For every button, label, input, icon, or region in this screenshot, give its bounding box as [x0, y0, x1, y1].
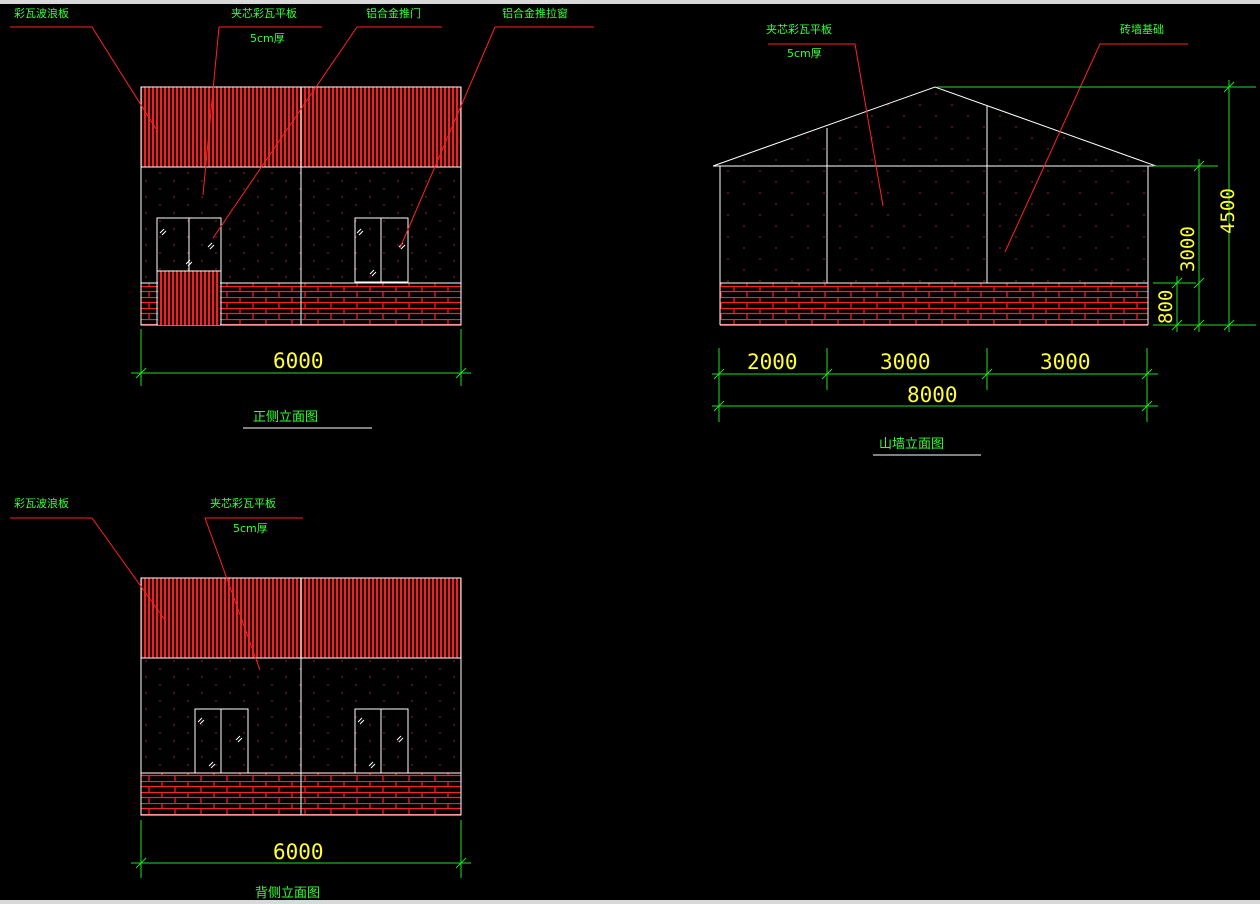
- back-label-corrugated: 彩瓦波浪板: [14, 496, 69, 510]
- front-label-thickness: 5cm厚: [250, 32, 285, 45]
- gable-dim-seg1: 2000: [747, 350, 798, 374]
- gable-height-dimensions: [937, 80, 1256, 332]
- window-bottom-border: [0, 900, 1260, 904]
- front-label-sandwich: 夹芯彩瓦平板: [231, 6, 297, 20]
- gable-dim-total-height: 4500: [1217, 188, 1239, 234]
- back-elevation: [10, 517, 471, 878]
- gable-elevation-title: 山墙立面图: [879, 437, 944, 452]
- front-leader-corrugated: [10, 26, 159, 133]
- gable-dim-wall-height: 3000: [1177, 226, 1199, 272]
- front-label-window: 铝合金推拉窗: [502, 6, 568, 20]
- window-top-border: [0, 0, 1260, 4]
- back-leader-sandwich: [204, 517, 303, 671]
- gable-label-thickness: 5cm厚: [787, 47, 822, 60]
- gable-leader-brick: [1004, 43, 1188, 253]
- gable-width-dimensions: [712, 348, 1158, 422]
- front-label-corrugated: 彩瓦波浪板: [14, 6, 69, 20]
- gable-dim-total: 8000: [907, 383, 958, 407]
- gable-label-brick: 砖墙基础: [1120, 22, 1164, 36]
- front-leader-window: [399, 26, 594, 249]
- front-width-value: 6000: [273, 349, 324, 373]
- gable-roof-line: [712, 86, 1157, 167]
- back-window-left: [194, 708, 249, 774]
- back-leader-corrugated: [10, 517, 166, 621]
- front-elevation-title: 正侧立面图: [253, 410, 318, 425]
- gable-dim-seg3: 3000: [1040, 350, 1091, 374]
- gable-leader-sandwich: [768, 43, 884, 207]
- front-leader-door: [212, 26, 442, 239]
- front-elevation: [10, 26, 594, 429]
- back-width-dimension: [131, 820, 471, 878]
- back-width-value: 6000: [273, 840, 324, 864]
- front-leader-sandwich: [202, 26, 322, 196]
- front-aluminum-window: [354, 217, 409, 283]
- back-elevation-title: 背侧立面图: [255, 886, 320, 901]
- front-aluminum-door: [156, 217, 222, 326]
- back-window-right: [354, 708, 409, 774]
- gable-brick-base: [720, 283, 1148, 325]
- gable-dim-base-height: 800: [1155, 290, 1177, 324]
- front-label-door: 铝合金推门: [366, 6, 421, 20]
- back-label-sandwich: 夹芯彩瓦平板: [210, 496, 276, 510]
- gable-label-sandwich: 夹芯彩瓦平板: [766, 22, 832, 36]
- gable-sandwich-panel: [720, 87, 1148, 283]
- gable-dim-seg2: 3000: [880, 350, 931, 374]
- back-label-thickness: 5cm厚: [233, 522, 268, 535]
- gable-elevation: [712, 43, 1256, 456]
- front-width-dimension: [131, 329, 471, 386]
